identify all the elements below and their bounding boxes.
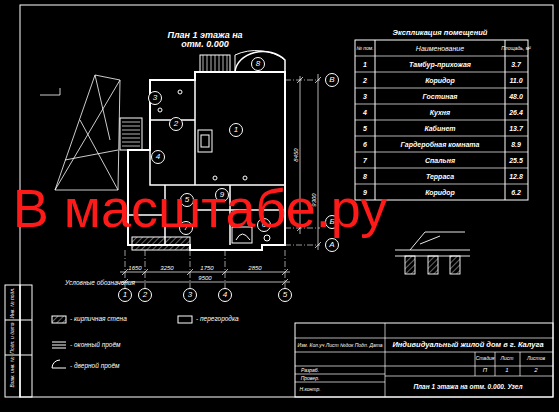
label-text: Тамбур-прихожая (409, 61, 471, 68)
label-text: Подп. и дата (10, 322, 15, 353)
label-text: 3250 (160, 265, 173, 271)
label-text: 2850 (248, 265, 261, 271)
label-text: Изм. Кол.уч Лист №док Подп. Дата (297, 343, 382, 348)
label-text: Провер. (301, 376, 320, 381)
label-text: 6.2 (511, 189, 521, 196)
legend-entry: - дверной проём (70, 363, 120, 370)
room-callout: 1 (229, 123, 243, 137)
callout-number: 5 (283, 291, 287, 299)
label-text: Наименование (416, 45, 464, 52)
label-text: Индивидуальный жилой дом в г. Калуга (392, 341, 543, 349)
label-text: Взам. инв. № (10, 357, 15, 388)
callout-number: 3 (188, 291, 192, 299)
label-text: 1 (505, 367, 508, 373)
watermark: В масштабе.ру (13, 181, 387, 235)
label-text: 13.7 (509, 125, 523, 132)
callout-number: 3 (153, 94, 157, 102)
axis-bubble: В (325, 73, 339, 87)
label-text: Н.контр. (299, 387, 320, 392)
label-text: 3 (363, 93, 367, 100)
label-text: Гостиная (423, 93, 458, 100)
label-text: 48.0 (509, 93, 523, 100)
label-text: 8.9 (511, 141, 521, 148)
legend-entry: - кирпичная стена (70, 316, 127, 323)
label-text: 5 (363, 125, 367, 132)
label-text: План 1 этажа на отм. 0.000. Узел (413, 384, 522, 391)
axis-bubble: 2 (138, 288, 152, 302)
axis-bubble: 1 (118, 288, 132, 302)
axis-bubble: А (325, 238, 339, 252)
callout-number: 1 (234, 126, 238, 134)
label-text: Листов (527, 356, 545, 361)
axis-bubble: 4 (218, 288, 232, 302)
label-text: 4 (363, 109, 367, 116)
callout-number: 2 (143, 291, 147, 299)
label-text: 8450 (293, 148, 299, 161)
label-text: Экспликация помещений (393, 29, 488, 37)
label-text: Условные обозначения (65, 280, 135, 287)
label-text: Разраб. (301, 368, 319, 373)
label-text: Спальня (425, 157, 455, 164)
label-text: Стадия (476, 356, 495, 361)
room-callout: 8 (251, 57, 265, 71)
callout-number: 4 (223, 291, 227, 299)
plan-title: План 1 этажа на отм. 0.000 (160, 31, 250, 49)
label-text: Гардеробная комната (401, 141, 480, 148)
label-text: 2 (363, 77, 367, 84)
room-callout: 3 (148, 91, 162, 105)
label-text: Коридор (425, 189, 455, 196)
callout-number: А (329, 241, 334, 249)
legend-entry: - перегородка (196, 316, 239, 323)
label-text: 3.7 (511, 61, 521, 68)
axis-bubble: 3 (183, 288, 197, 302)
axis-bubble: 5 (278, 288, 292, 302)
callout-number: В (329, 76, 334, 84)
label-text: 1650 (128, 265, 141, 271)
label-text: 2 (534, 367, 537, 373)
label-text: 12.8 (509, 173, 523, 180)
label-text: Терраса (426, 173, 454, 180)
callout-number: 4 (156, 153, 160, 161)
label-text: 6 (363, 141, 367, 148)
label-text: Лист (501, 356, 514, 361)
room-callout: 4 (151, 150, 165, 164)
callout-number: 2 (174, 120, 178, 128)
label-text: Инв. № подл. (10, 287, 15, 318)
label-text: 8 (363, 173, 367, 180)
label-text: Коридор (425, 77, 455, 84)
label-text: Кабинет (424, 125, 455, 132)
label-text: № пом. (356, 46, 373, 51)
label-text: 1 (363, 61, 367, 68)
callout-number: 8 (256, 60, 260, 68)
label-text: 25.5 (509, 157, 523, 164)
label-text: 1750 (200, 265, 213, 271)
room-callout: 2 (169, 117, 183, 131)
callout-number: 1 (123, 291, 127, 299)
label-text: 9500 (198, 275, 211, 281)
legend-entry: - оконный проём (70, 342, 121, 349)
label-text: Площадь, м² (501, 46, 531, 51)
label-text: Кухня (430, 109, 450, 116)
label-text: 11.0 (509, 77, 522, 84)
label-text: 26.4 (509, 109, 523, 116)
label-text: 7 (363, 157, 367, 164)
label-text: П (483, 367, 487, 373)
